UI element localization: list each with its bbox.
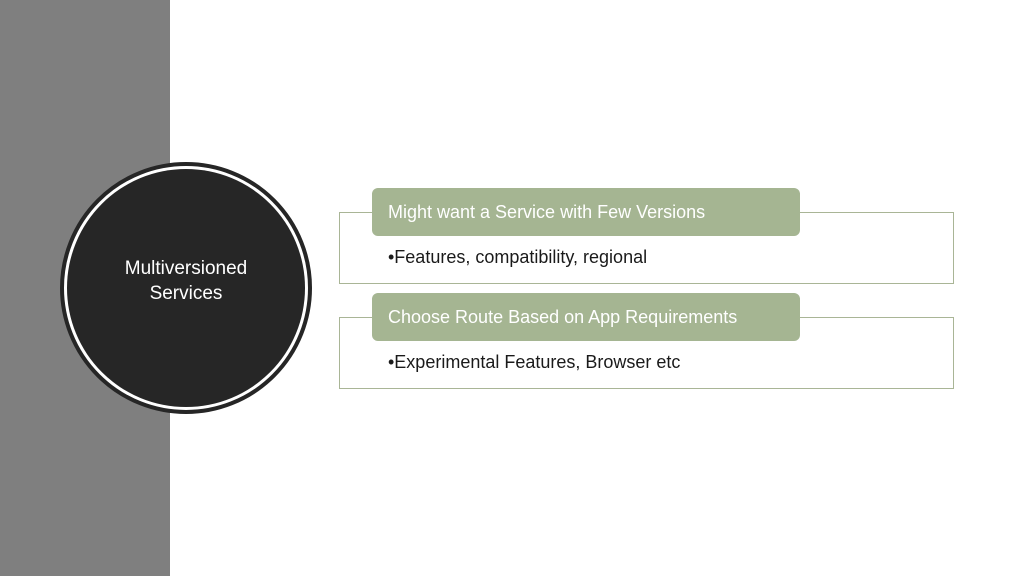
circle-title: Multiversioned Services bbox=[124, 258, 248, 304]
item-bullet-1: •Features, compatibility, regional bbox=[388, 247, 648, 267]
item-header-2: Choose Route Based on App Requirements bbox=[372, 293, 800, 341]
item-bullet-2: •Experimental Features, Browser etc bbox=[388, 352, 681, 372]
item-header-1: Might want a Service with Few Versions bbox=[372, 188, 800, 236]
circle-node: Multiversioned Services bbox=[67, 169, 305, 407]
